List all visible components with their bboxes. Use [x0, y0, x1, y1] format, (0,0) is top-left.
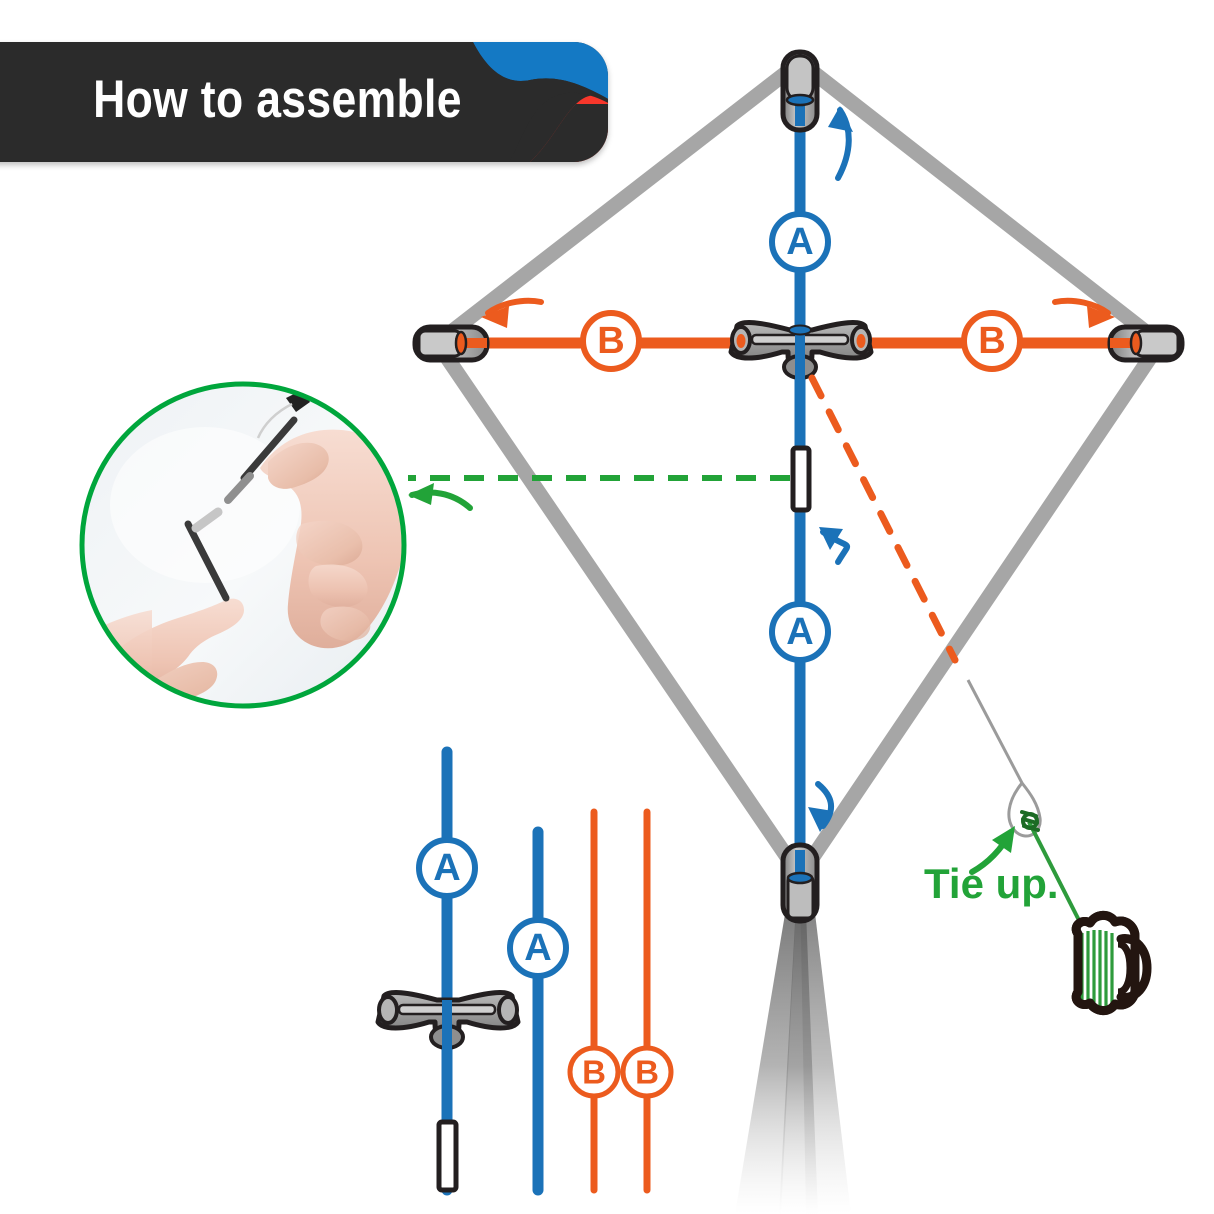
spine-arrow-top-icon	[828, 106, 853, 181]
badge-a-spine-top-label: A	[786, 221, 813, 263]
legend-badge-a-1-label: A	[433, 847, 460, 889]
tie-up-label: Tie up.	[924, 860, 1059, 907]
bridle-knot-icon	[1020, 810, 1040, 832]
legend-badge-a-2: A	[507, 917, 569, 979]
legend-badge-b-2: B	[620, 1045, 674, 1099]
badge-a-spine-bottom: A	[769, 601, 831, 663]
parts-legend	[375, 746, 651, 1196]
bridle-dashed-line	[808, 374, 959, 664]
spine-arrow-mid-icon	[819, 527, 851, 565]
top-cap-icon	[780, 49, 820, 133]
legend-badge-a-1: A	[416, 837, 478, 899]
badge-a-spine-top: A	[769, 211, 831, 273]
tie-up-arrow-icon	[969, 826, 1015, 875]
kite-tail-streamers	[735, 884, 851, 1214]
badge-b-spar-left-label: B	[597, 320, 624, 362]
header-banner: How to assemble	[0, 42, 608, 162]
legend-badge-b-1-label: B	[582, 1054, 606, 1091]
right-tip-cap-icon	[1107, 324, 1185, 363]
line-winder-handle-icon	[1071, 910, 1152, 1016]
badge-b-spar-right: B	[961, 310, 1023, 372]
ferrule-callout-dashed-line	[408, 475, 790, 511]
badge-b-spar-left: B	[580, 310, 642, 372]
legend-connector-icon	[375, 990, 521, 1050]
spine-arrow-lower-icon	[808, 781, 834, 832]
spar-arrow-left-icon	[481, 297, 544, 328]
banner-title: How to assemble	[58, 70, 497, 131]
legend-badge-b-2-label: B	[635, 1054, 659, 1091]
banner-title-text: How to assemble	[93, 70, 462, 130]
inset-ring	[79, 381, 407, 709]
left-tip-cap-icon	[412, 324, 490, 363]
bottom-cap-icon	[780, 842, 820, 924]
badge-b-spar-right-label: B	[978, 320, 1005, 362]
legend-badge-a-2-label: A	[524, 927, 551, 969]
legend-part-spine-rod-with-connector	[375, 746, 521, 1196]
spine-ferrule-sleeve-icon	[790, 445, 812, 513]
upper-hand	[260, 429, 403, 649]
inset-photo-content	[83, 385, 403, 705]
banner-swoosh-icon	[410, 42, 608, 162]
center-hub-connector-icon	[728, 320, 874, 380]
badge-a-spine-bottom-label: A	[786, 611, 813, 653]
spar-arrow-right-icon	[1052, 297, 1115, 328]
legend-badge-b-1: B	[567, 1045, 621, 1099]
